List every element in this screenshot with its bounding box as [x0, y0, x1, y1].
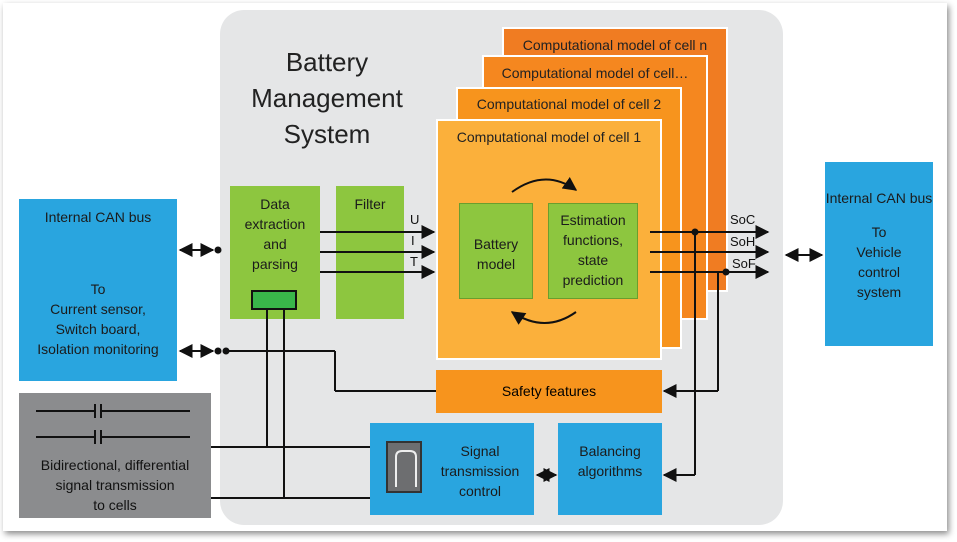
- bms-title-line-2: Management: [251, 83, 403, 113]
- data-extraction-line-1: Data: [260, 196, 290, 212]
- cell-model-n-label: Computational model of cell n: [522, 37, 708, 53]
- estimation-line-1: Estimation: [560, 212, 626, 228]
- signal-t-label: T: [410, 254, 418, 269]
- left-can-title: Internal CAN bus: [44, 209, 152, 225]
- bms-title: Battery Management System: [222, 44, 432, 152]
- right-can-line-3: system: [856, 284, 902, 300]
- right-can-line-1: Vehicle: [856, 244, 902, 260]
- right-can-title: Internal CAN bus: [825, 190, 933, 206]
- right-can-line-2: control: [857, 264, 901, 280]
- cell-model-2-label: Computational model of cell 2: [476, 96, 662, 112]
- safety-features-label: Safety features: [501, 383, 597, 399]
- left-can-line-2: Switch board,: [55, 321, 141, 337]
- signal-tx-line-1: Signal: [460, 443, 500, 459]
- data-extraction-line-2: extraction: [244, 216, 306, 232]
- bidirectional-line-1: Bidirectional, differential: [40, 457, 190, 473]
- balancing-line-2: algorithms: [577, 463, 643, 479]
- output-soc-label: SoC: [730, 212, 755, 227]
- output-sof-label: SoF: [732, 256, 756, 271]
- data-extraction-line-4: parsing: [252, 256, 298, 272]
- left-can-bus-box: Internal CAN bus To Current sensor, Swit…: [19, 199, 177, 381]
- cell-model-1-label: Computational model of cell 1: [456, 129, 642, 145]
- bidirectional-line-3: to cells: [93, 497, 137, 513]
- bidirectional-line-2: signal transmission: [55, 477, 175, 493]
- signal-transmission-box: Signal transmission control: [370, 423, 534, 515]
- output-soh-label: SoH: [730, 234, 755, 249]
- signal-waveform-icon: [386, 441, 422, 493]
- battery-model-line-1: Battery: [473, 236, 519, 252]
- connector-port: [251, 290, 297, 310]
- signal-i-label: I: [411, 233, 415, 248]
- battery-model-line-2: model: [476, 256, 516, 272]
- estimation-line-3: state: [577, 252, 609, 268]
- data-extraction-line-3: and: [263, 236, 287, 252]
- estimation-line-4: prediction: [562, 272, 624, 288]
- bms-title-line-3: System: [283, 119, 371, 149]
- signal-tx-line-2: transmission: [440, 463, 520, 479]
- filter-label: Filter: [354, 196, 386, 212]
- safety-features-box: Safety features: [436, 370, 662, 413]
- estimation-box: Estimation functions, state prediction: [548, 203, 638, 299]
- right-can-bus-box: Internal CAN bus To Vehicle control syst…: [825, 162, 933, 346]
- battery-model-box: Battery model: [459, 203, 533, 299]
- left-can-line-3: Isolation monitoring: [37, 341, 159, 357]
- signal-u-label: U: [410, 212, 419, 227]
- left-can-to: To: [90, 281, 106, 297]
- left-can-line-1: Current sensor,: [50, 301, 146, 317]
- right-can-to: To: [871, 224, 887, 240]
- cell-model-ellipsis-label: Computational model of cell…: [501, 65, 689, 81]
- estimation-line-2: functions,: [563, 232, 623, 248]
- balancing-box: Balancing algorithms: [558, 423, 662, 515]
- bms-title-line-1: Battery: [285, 47, 369, 77]
- signal-tx-line-3: control: [458, 483, 502, 499]
- balancing-line-1: Balancing: [579, 443, 641, 459]
- bidirectional-box: Bidirectional, differential signal trans…: [19, 393, 211, 518]
